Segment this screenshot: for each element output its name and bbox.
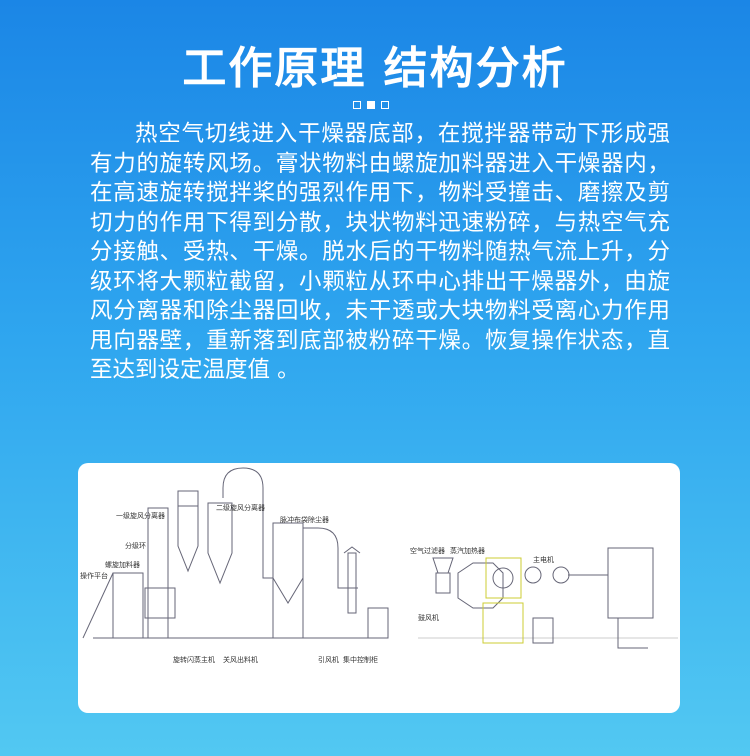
label-air-filter: 空气过滤器 xyxy=(410,547,445,555)
label-classifier-ring: 分级环 xyxy=(125,542,146,550)
dot xyxy=(381,101,389,109)
dot xyxy=(353,101,361,109)
label-operating-platform: 操作平台 xyxy=(80,572,108,580)
structure-diagram: 二级旋风分离器 一级旋风分离器 分级环 螺旋加料器 操作平台 旋转闪蒸主机 关风… xyxy=(78,463,680,713)
label-secondary-cyclone: 二级旋风分离器 xyxy=(216,504,265,512)
label-main-motor: 主电机 xyxy=(533,556,554,564)
label-rotary-discharge: 关风出料机 xyxy=(223,656,258,664)
label-screw-feeder: 螺旋加料器 xyxy=(105,561,140,569)
label-flash-dryer-main: 旋转闪蒸主机 xyxy=(173,656,215,664)
label-bag-filter: 脉冲布袋除尘器 xyxy=(280,516,329,524)
label-control-cabinet: 集中控制柜 xyxy=(343,656,378,664)
label-induced-fan: 引风机 xyxy=(318,656,339,664)
carousel-indicator xyxy=(353,101,389,109)
label-steam-heater: 蒸汽加热器 xyxy=(450,547,485,555)
label-primary-cyclone: 一级旋风分离器 xyxy=(116,512,165,520)
label-blower: 鼓风机 xyxy=(418,614,439,622)
description-text: 热空气切线进入干燥器底部，在搅拌器带动下形成强有力的旋转风场。膏状物料由螺旋加料… xyxy=(90,121,670,383)
dot-active xyxy=(367,101,375,109)
page-title: 工作原理 结构分析 xyxy=(182,43,568,94)
